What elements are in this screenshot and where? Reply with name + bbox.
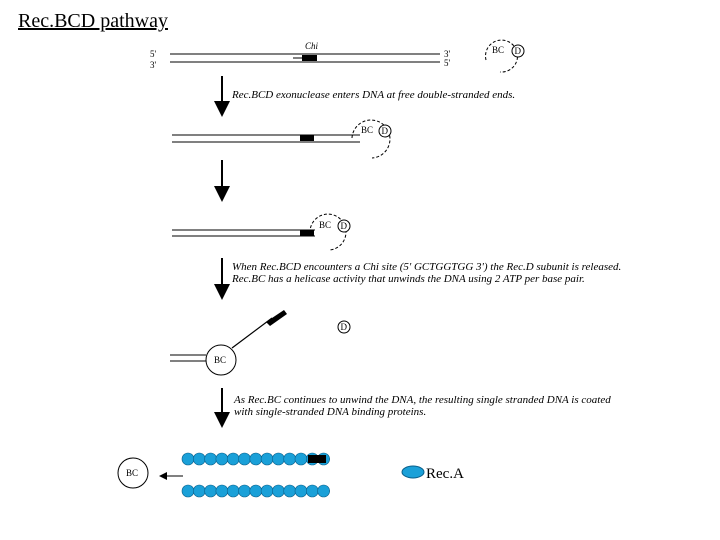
reca-protein-bead <box>294 452 308 466</box>
reca-protein-bead <box>215 452 229 466</box>
legend: Rec.A <box>401 465 464 482</box>
reca-protein-bead <box>317 484 330 498</box>
chi-site-marker-3 <box>300 230 314 236</box>
page-title: Rec.BCD pathway <box>18 10 168 32</box>
three-prime-right-label: 3' <box>444 49 451 59</box>
caption-step-2-line-2: Rec.BC has a helicase activity that unwi… <box>231 273 585 285</box>
d-label-3: D <box>341 221 348 231</box>
reca-protein-bead <box>260 452 274 466</box>
recd-subunit-2 <box>378 124 392 138</box>
stage-4-dna: BC D <box>170 310 351 376</box>
reca-protein-bead <box>238 452 251 466</box>
bc-label-5: BC <box>126 468 138 478</box>
reca-protein-bead <box>181 484 195 498</box>
reca-protein-bead <box>204 484 217 498</box>
reca-protein-bead <box>249 484 263 498</box>
reca-protein-bead <box>283 452 297 466</box>
recbc-protein-4 <box>205 344 237 376</box>
five-prime-right-label: 5' <box>444 58 451 68</box>
recd-released <box>337 320 351 334</box>
reca-protein-bead <box>226 452 240 466</box>
caption-step-2-line-1: When Rec.BCD encounters a Chi site (5' G… <box>232 261 621 273</box>
reca-protein-bead <box>193 484 206 498</box>
caption-step-3-line-1: As Rec.BC continues to unwind the DNA, t… <box>233 394 611 406</box>
chi-site-marker-4 <box>266 310 287 326</box>
reca-protein-bead <box>272 452 285 466</box>
reca-row-top <box>181 452 330 466</box>
chi-site-marker-2 <box>300 135 314 141</box>
chi-label: Chi <box>305 41 319 51</box>
reca-protein-bead <box>294 484 308 498</box>
d-label-2: D <box>382 126 389 136</box>
legend-label: Rec.A <box>426 466 464 482</box>
reca-protein-bead <box>272 484 285 498</box>
d-label-1: D <box>515 46 522 56</box>
recbc-protein <box>485 39 518 73</box>
reca-row-bottom <box>181 484 330 498</box>
reca-protein-bead <box>249 452 263 466</box>
chi-site-marker-5 <box>308 455 326 463</box>
three-prime-left-label: 3' <box>150 60 157 70</box>
recbc-released <box>117 457 149 489</box>
reca-protein-bead <box>181 452 195 466</box>
recbc-protein-2 <box>351 119 391 159</box>
unwound-strand <box>231 317 273 349</box>
bc-label-1: BC <box>492 45 504 55</box>
chi-site-marker <box>302 55 317 61</box>
recd-subunit-1 <box>511 44 525 58</box>
reca-protein-bead <box>283 484 297 498</box>
reca-protein-bead <box>238 484 251 498</box>
reca-protein-bead <box>204 452 217 466</box>
bc-label-3: BC <box>319 220 331 230</box>
stage-3-dna: BC D <box>172 213 351 251</box>
caption-step-1: Rec.BCD exonuclease enters DNA at free d… <box>231 89 515 101</box>
recd-subunit-3 <box>337 219 351 233</box>
reca-protein-bead <box>226 484 240 498</box>
caption-step-3-line-2: with single-stranded DNA binding protein… <box>234 406 426 418</box>
reca-protein-bead <box>305 484 319 498</box>
stage-1-dna: Chi 5' 3' 3' 5' BC D <box>150 39 525 73</box>
bc-label-4: BC <box>214 355 226 365</box>
stage-5-dna: BC <box>117 452 330 498</box>
recbc-protein-3 <box>309 213 347 251</box>
bc-label-2: BC <box>361 125 373 135</box>
five-prime-left-label: 5' <box>150 49 157 59</box>
stage-2-dna: BC D <box>172 119 392 159</box>
reca-protein-bead <box>260 484 274 498</box>
reca-protein-bead <box>215 484 229 498</box>
d-label-4: D <box>341 322 348 332</box>
legend-reca-swatch <box>401 465 425 479</box>
reca-protein-bead <box>193 452 206 466</box>
